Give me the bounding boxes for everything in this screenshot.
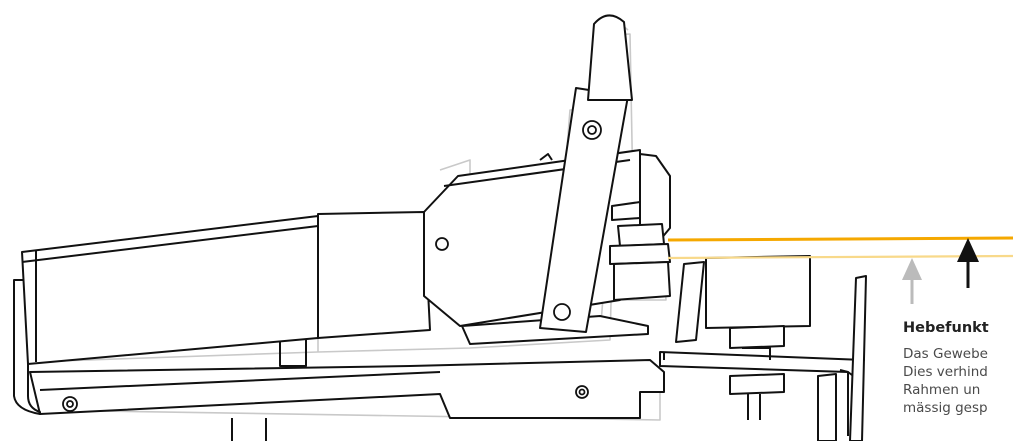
lift-indicator: [667, 236, 1013, 304]
raised-arrow-head: [957, 238, 979, 262]
caption-line: Dies verhind: [903, 364, 988, 380]
caption-heading: Hebefunkt: [903, 320, 989, 336]
machine-body: [13, 14, 867, 441]
screws: [62, 120, 602, 412]
screw-plate-lower: [553, 303, 571, 321]
caption-line: Das Gewebe: [903, 346, 988, 362]
caption-line: mässig gesp: [903, 400, 988, 416]
screw-head: [435, 237, 449, 251]
raised-level-line: [667, 236, 1013, 242]
caption-line: Rahmen un: [903, 382, 981, 398]
lowered-level-line: [667, 254, 1013, 260]
lift-function-caption: Hebefunkt Das Gewebe Dies verhind Rahmen…: [903, 320, 1013, 417]
lowered-arrow-head: [902, 258, 922, 280]
